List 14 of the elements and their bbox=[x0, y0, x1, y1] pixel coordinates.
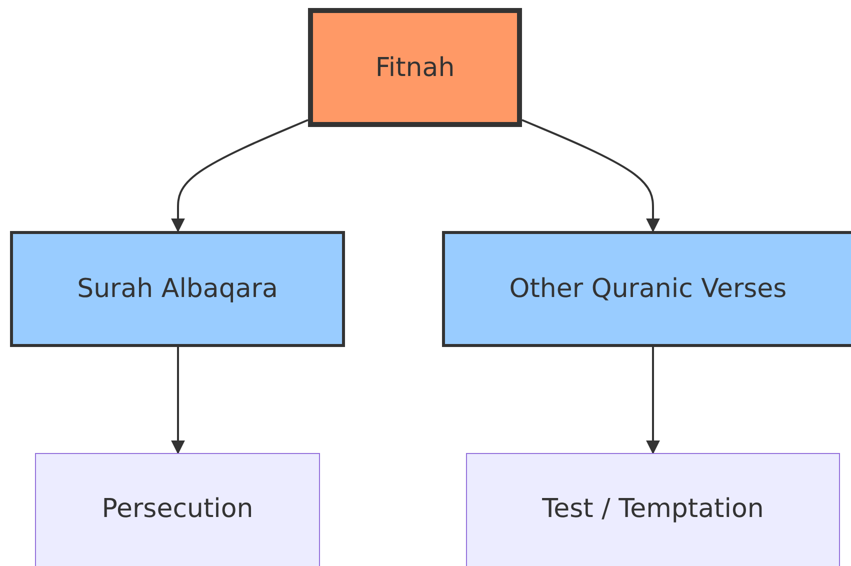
arrow bbox=[522, 119, 660, 232]
box-label: Other Quranic Verses bbox=[509, 274, 787, 304]
process-box bbox=[308, 8, 522, 127]
arrow bbox=[646, 347, 660, 454]
arrow bbox=[171, 347, 185, 454]
box-label: Fitnah bbox=[375, 52, 455, 82]
process-box bbox=[10, 231, 345, 347]
process-box bbox=[466, 453, 840, 566]
box-label: Persecution bbox=[102, 494, 254, 524]
process-box bbox=[35, 453, 320, 566]
process-box bbox=[442, 231, 851, 347]
box-label: Surah Albaqara bbox=[77, 274, 278, 304]
arrow bbox=[171, 119, 308, 232]
box-label: Test / Temptation bbox=[542, 494, 764, 524]
